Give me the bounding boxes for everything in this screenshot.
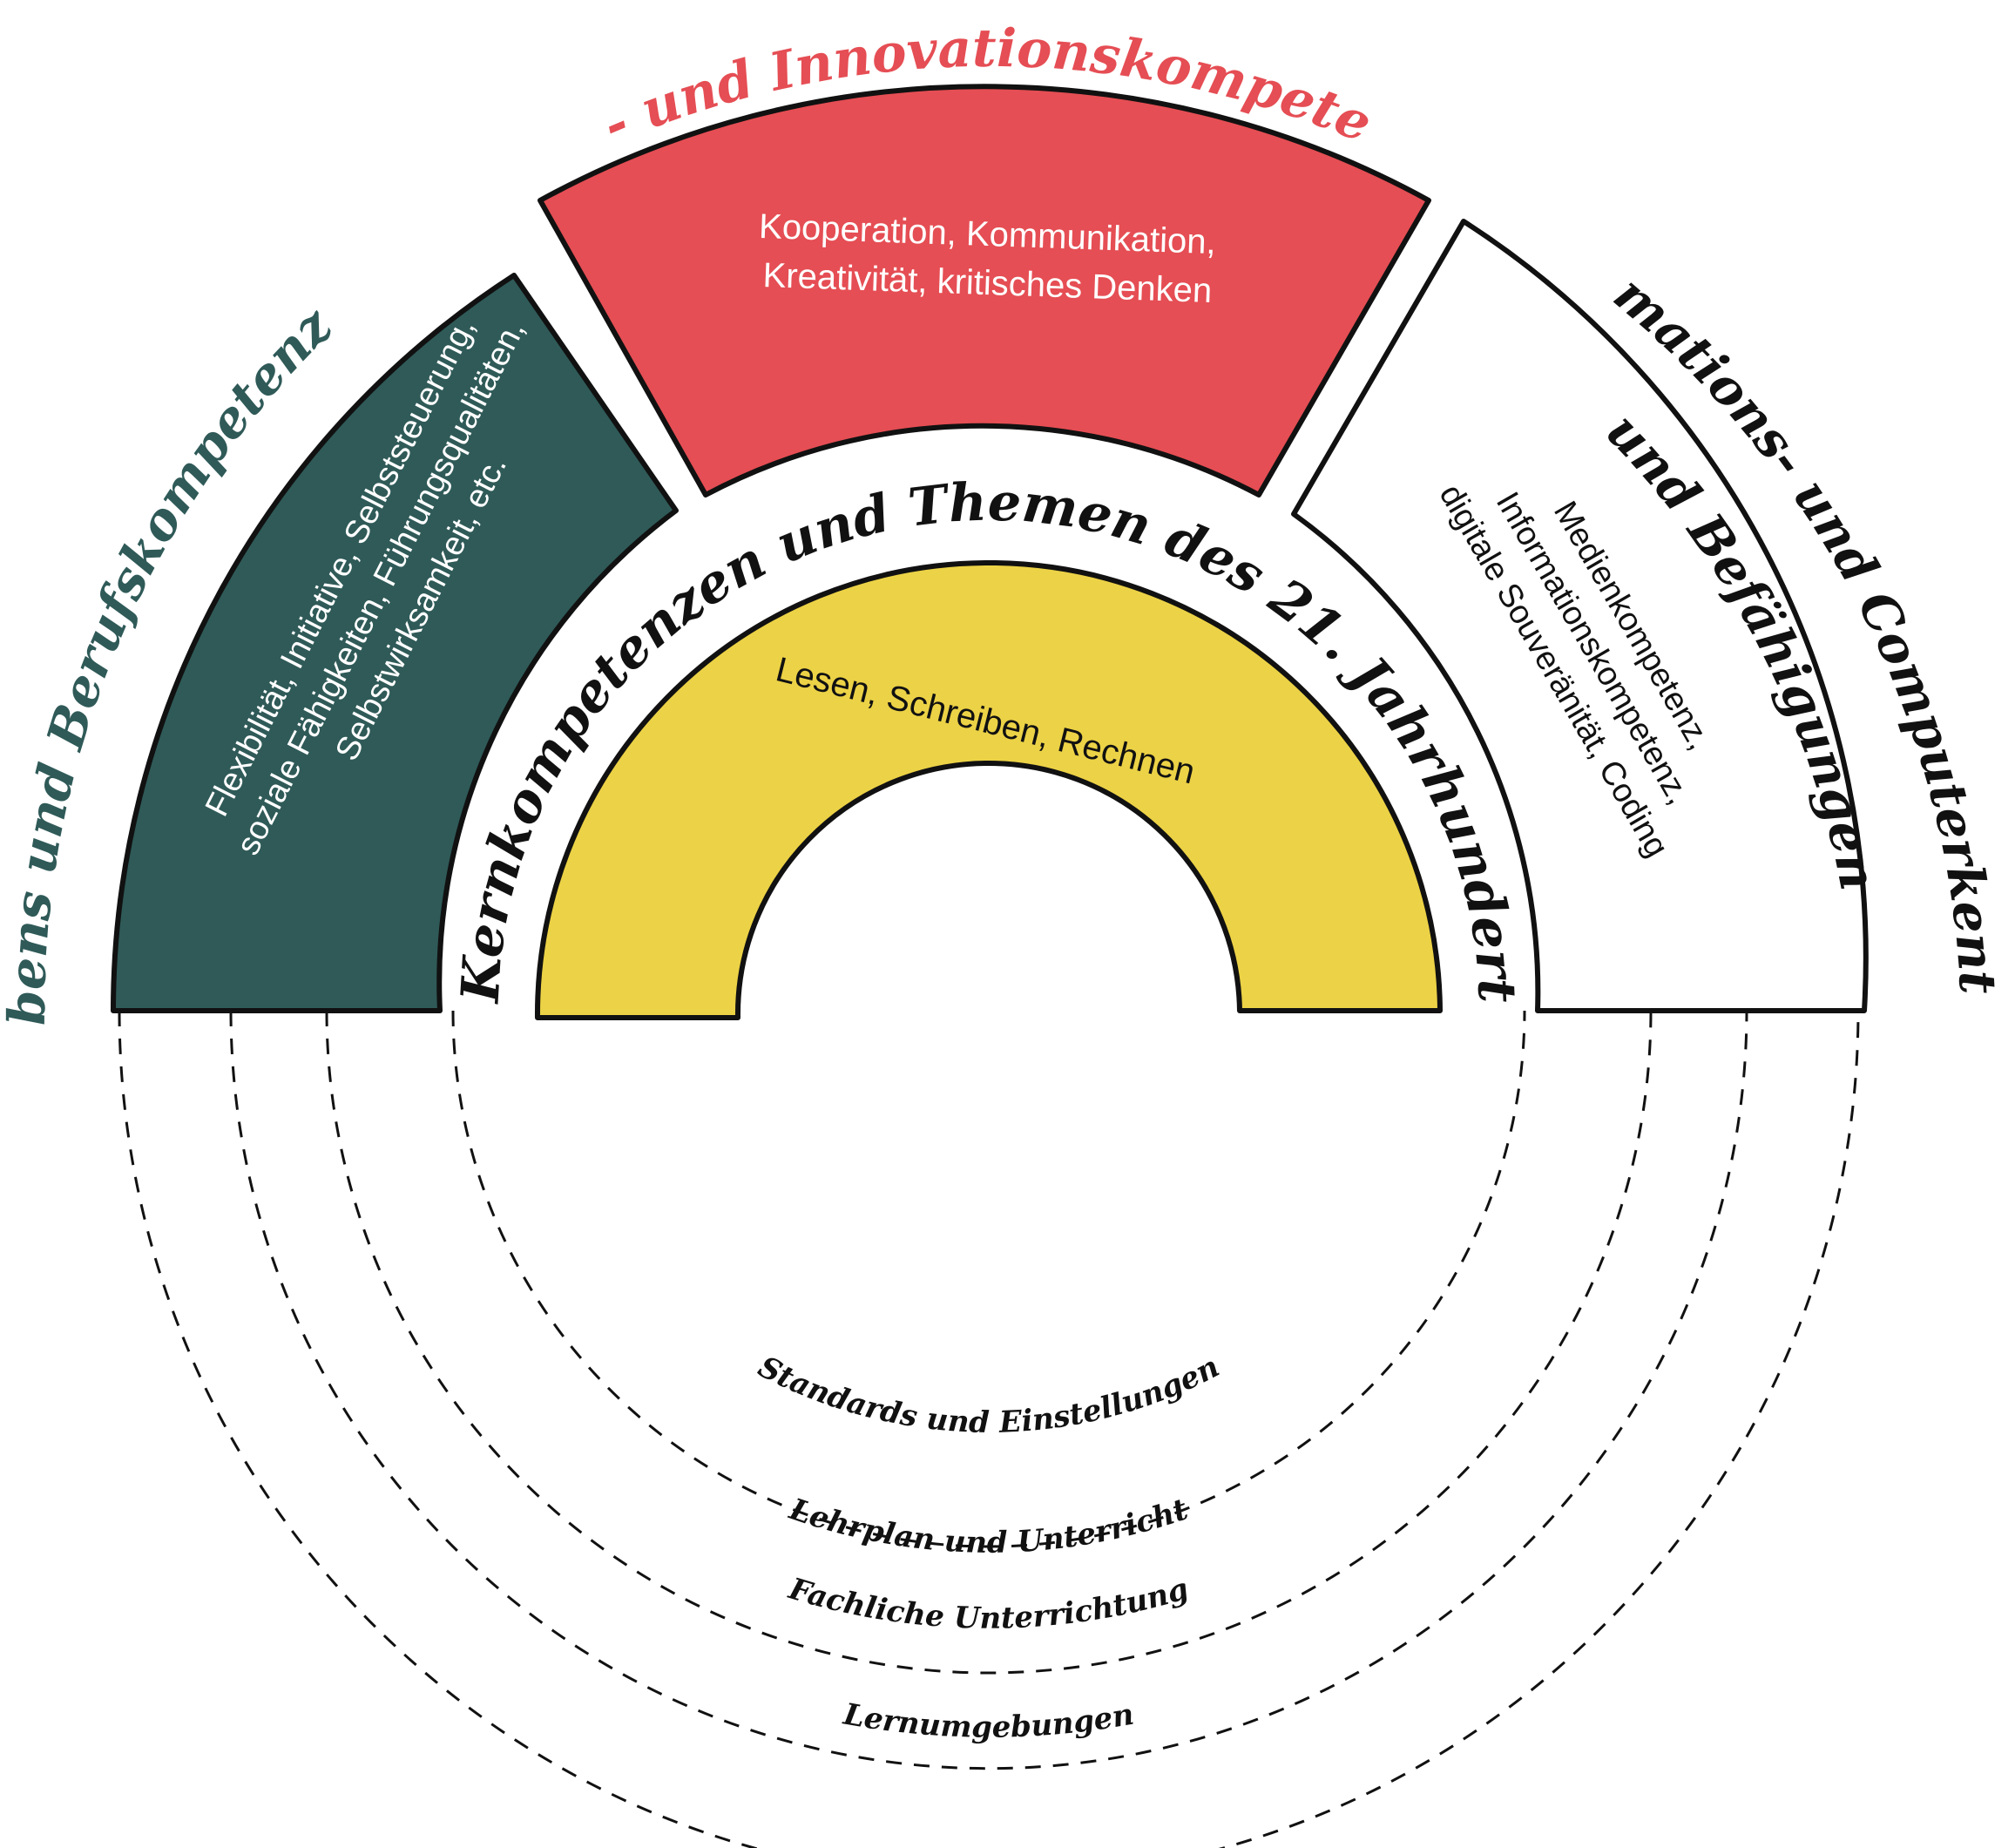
ring-label-learning-environments: Lernumgebungen bbox=[841, 1696, 1137, 1744]
ring-curriculum bbox=[325, 1010, 1653, 1675]
segment-information bbox=[1291, 219, 1869, 1013]
support-rings bbox=[118, 1010, 1860, 1848]
ring-label-instruction: Fachliche Unterrichtung bbox=[784, 1571, 1193, 1635]
ring-label-standards: Standards und Einstellungen bbox=[753, 1350, 1225, 1440]
segment-life-career bbox=[111, 273, 679, 1013]
segment-learning-innovation bbox=[538, 84, 1431, 498]
ring-learning-environments bbox=[118, 1010, 1860, 1848]
segment-core bbox=[534, 560, 1443, 1020]
ring-label-curriculum: Lehrplan und Unterricht bbox=[785, 1492, 1193, 1560]
ring-standards bbox=[451, 1010, 1526, 1548]
ring-instruction bbox=[229, 1010, 1748, 1770]
